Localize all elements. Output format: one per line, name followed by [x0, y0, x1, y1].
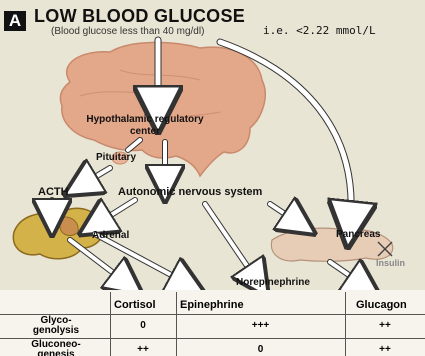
label-adrenal: Adrenal — [92, 230, 129, 241]
table-cell: 0 — [178, 344, 343, 355]
table-row-label: Gluconeo-genesis — [8, 340, 104, 356]
table-cell: +++ — [178, 320, 343, 331]
table-header-cortisol: Cortisol — [114, 299, 156, 311]
label-insulin: Insulin — [376, 258, 405, 268]
panel-letter-badge: A — [4, 11, 26, 31]
label-autonomic: Autonomic nervous system — [118, 186, 262, 198]
table-divider — [345, 292, 346, 356]
table-cell: ++ — [347, 344, 423, 355]
label-hypothalamic: Hypothalamic regulatory — [60, 114, 230, 125]
mmol-annotation: i.e. <2.22 mmol/L — [263, 24, 376, 37]
table-cell: ++ — [112, 344, 174, 355]
label-pancreas: Pancreas — [336, 229, 380, 240]
table-divider — [176, 292, 177, 356]
diagram-subtitle: (Blood glucose less than 40 mg/dl) — [51, 26, 204, 37]
label-center: center — [60, 126, 230, 137]
diagram-title: LOW BLOOD GLUCOSE — [34, 6, 245, 27]
label-pituitary: Pituitary — [96, 152, 136, 163]
label-acth: ACTH — [38, 186, 69, 198]
table-cell: ++ — [347, 320, 423, 331]
table-header-epinephrine: Epinephrine — [180, 299, 244, 311]
table-row-label: Glyco-genolysis — [8, 316, 104, 336]
label-norepinephrine: Norepinephrine — [236, 277, 310, 288]
table-cell: 0 — [112, 320, 174, 331]
table-header-glucagon: Glucagon — [356, 299, 407, 311]
table-divider — [110, 292, 111, 356]
